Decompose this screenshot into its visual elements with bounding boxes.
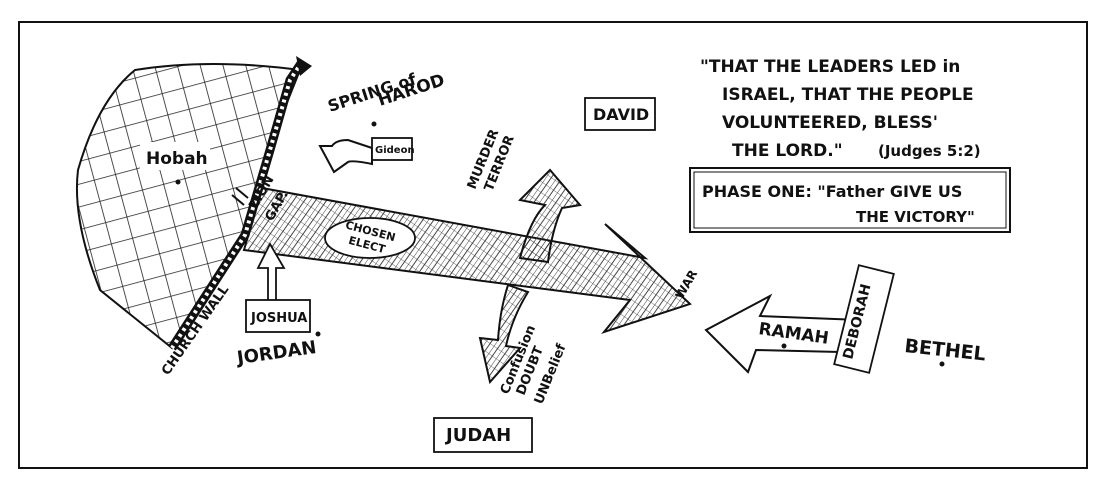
david-box bbox=[584, 97, 656, 131]
phase-line-2: THE VICTORY" bbox=[856, 208, 975, 226]
quote-block: "THAT THE LEADERS LED in ISRAEL, THAT TH… bbox=[700, 57, 981, 161]
label-david: DAVID bbox=[593, 105, 649, 124]
label-jordan: JORDAN bbox=[234, 337, 318, 369]
judah-box bbox=[433, 417, 533, 453]
wall-arrowhead bbox=[296, 56, 312, 76]
quote-line-2: ISRAEL, THAT THE PEOPLE bbox=[722, 85, 974, 105]
ramah-dot bbox=[781, 343, 787, 349]
hobah-region bbox=[75, 63, 302, 350]
phase-line-1: PHASE ONE: "Father GIVE US bbox=[702, 182, 962, 201]
joshua-arrow bbox=[256, 242, 286, 303]
deborah-box bbox=[833, 264, 895, 374]
quote-ref: (Judges 5:2) bbox=[878, 142, 981, 160]
label-joshua: JOSHUA bbox=[250, 311, 307, 326]
gideon-box bbox=[371, 137, 413, 161]
jordan-dot bbox=[315, 331, 321, 337]
hobah-dot bbox=[175, 179, 181, 185]
bethel-dot bbox=[939, 361, 945, 367]
quote-line-3: VOLUNTEERED, BLESS' bbox=[722, 113, 938, 133]
label-bethel: BETHEL bbox=[903, 335, 986, 365]
label-gideon: Gideon bbox=[375, 145, 415, 156]
quote-line-1: "THAT THE LEADERS LED in bbox=[700, 57, 960, 77]
chosen-elect-oval bbox=[324, 217, 416, 259]
spring-dot bbox=[371, 121, 377, 127]
frame bbox=[18, 21, 1088, 469]
lower-branch-arrow bbox=[478, 283, 530, 385]
upper-branch-arrow bbox=[517, 168, 582, 264]
joshua-box bbox=[245, 299, 311, 333]
gideon-arrow bbox=[318, 138, 373, 174]
label-hobah: Hobah bbox=[146, 149, 208, 169]
quote-line-4: THE LORD." bbox=[732, 141, 843, 161]
label-war: WAR bbox=[672, 267, 700, 301]
phase-one-box bbox=[689, 167, 1011, 233]
label-judah: JUDAH bbox=[444, 425, 511, 446]
ramah-arrow bbox=[704, 293, 862, 374]
